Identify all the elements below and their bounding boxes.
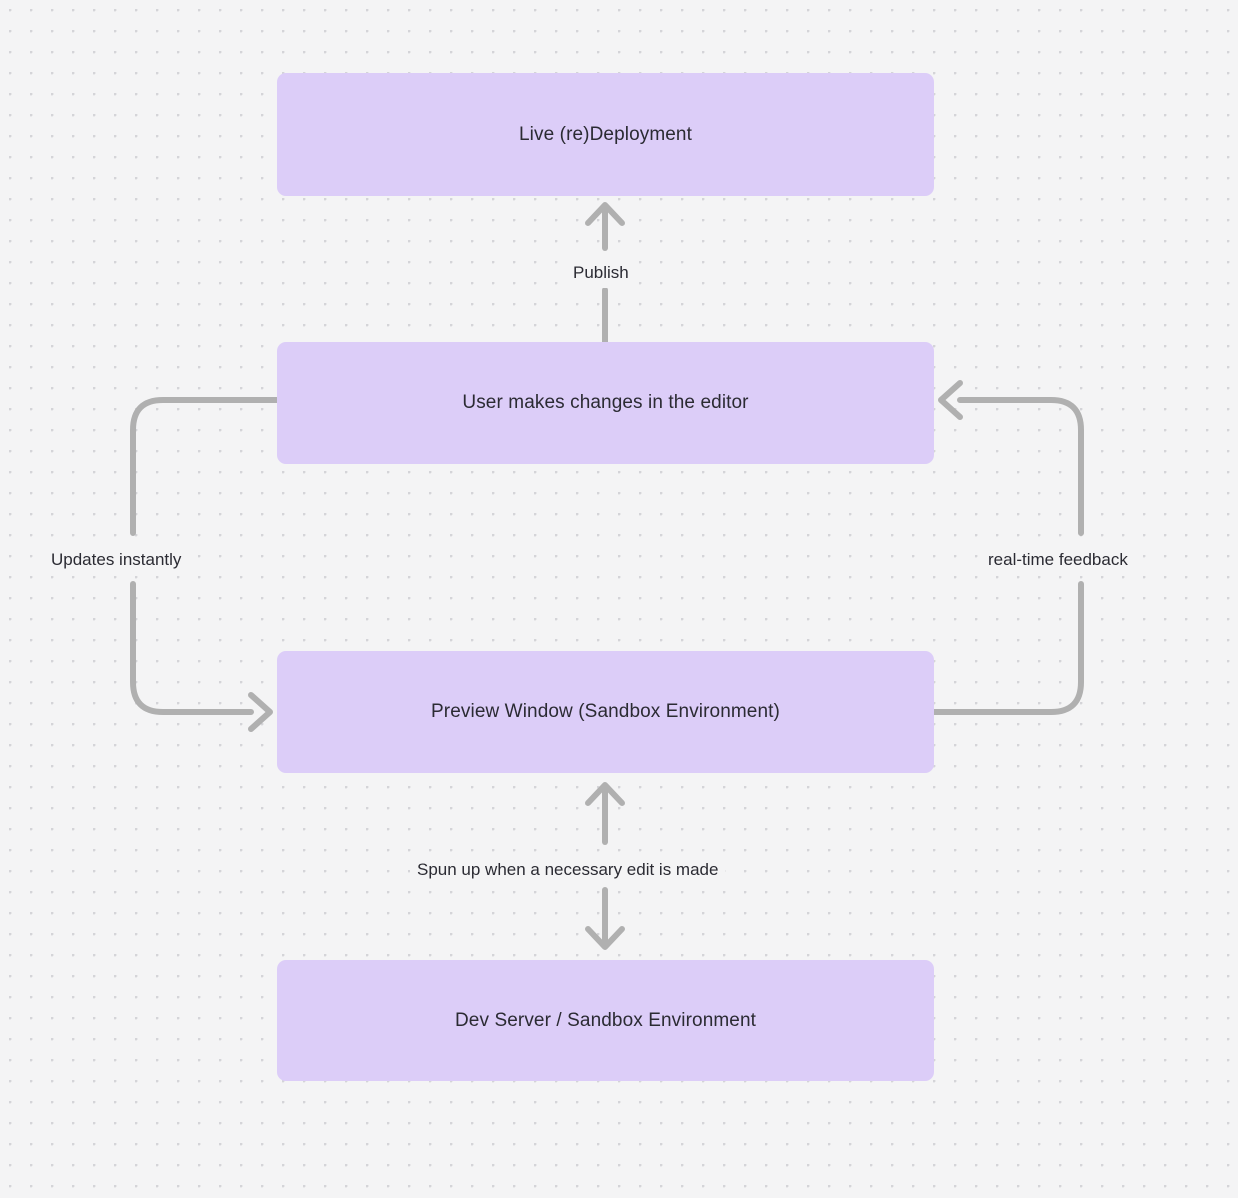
edge-feedback-path-lower	[931, 581, 1084, 715]
edge-feedback-arrowhead	[938, 380, 963, 420]
node-live-deployment-label: Live (re)Deployment	[519, 123, 692, 145]
node-dev-server-label: Dev Server / Sandbox Environment	[454, 1009, 756, 1031]
edge-publish-arrowhead	[585, 202, 625, 226]
edge-spun-up-arrowhead-bottom	[585, 926, 625, 950]
edge-updates-path-lower	[130, 581, 254, 715]
edge-feedback-path-upper	[957, 397, 1084, 536]
edge-updates-path-upper	[130, 397, 280, 536]
node-preview-window-label: Preview Window (Sandbox Environment)	[431, 701, 780, 722]
node-user-edits-label: User makes changes in the editor	[462, 392, 749, 413]
edge-updates-arrowhead	[248, 692, 273, 732]
edge-spun-up-arrowhead-top	[585, 782, 625, 806]
edge-label-real-time-feedback[interactable]: real-time feedback	[981, 545, 1135, 576]
node-live-deployment[interactable]: Live (re)Deployment	[277, 73, 934, 196]
edge-label-spun-up[interactable]: Spun up when a necessary edit is made	[410, 855, 726, 886]
node-dev-server[interactable]: Dev Server / Sandbox Environment	[277, 960, 934, 1081]
edge-label-updates-instantly[interactable]: Updates instantly	[44, 545, 189, 576]
node-preview-window[interactable]: Preview Window (Sandbox Environment)	[277, 651, 934, 773]
node-user-edits[interactable]: User makes changes in the editor	[277, 342, 934, 464]
edge-label-publish[interactable]: Publish	[566, 258, 636, 289]
